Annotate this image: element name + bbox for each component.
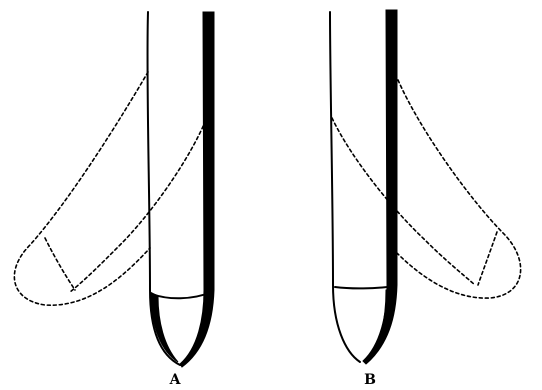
figure-b-dashed-cross (478, 232, 497, 285)
figure-b-label: B (364, 372, 376, 388)
figure-a-dashed-outline (14, 72, 150, 305)
figure-b: B (330, 10, 521, 388)
figure-a-dashed-cross (45, 238, 75, 290)
figure-b-left-wall (330, 12, 360, 362)
figure-a: A (14, 12, 214, 388)
figure-b-dashed-outline (392, 80, 521, 298)
figure-a-right-wall (180, 12, 214, 367)
figure-b-dashed-inner (332, 118, 475, 285)
figure-a-dashed-inner (70, 115, 208, 292)
figure-b-meniscus (335, 286, 396, 288)
figure-a-meniscus (152, 292, 212, 298)
figure-a-label: A (169, 372, 182, 388)
